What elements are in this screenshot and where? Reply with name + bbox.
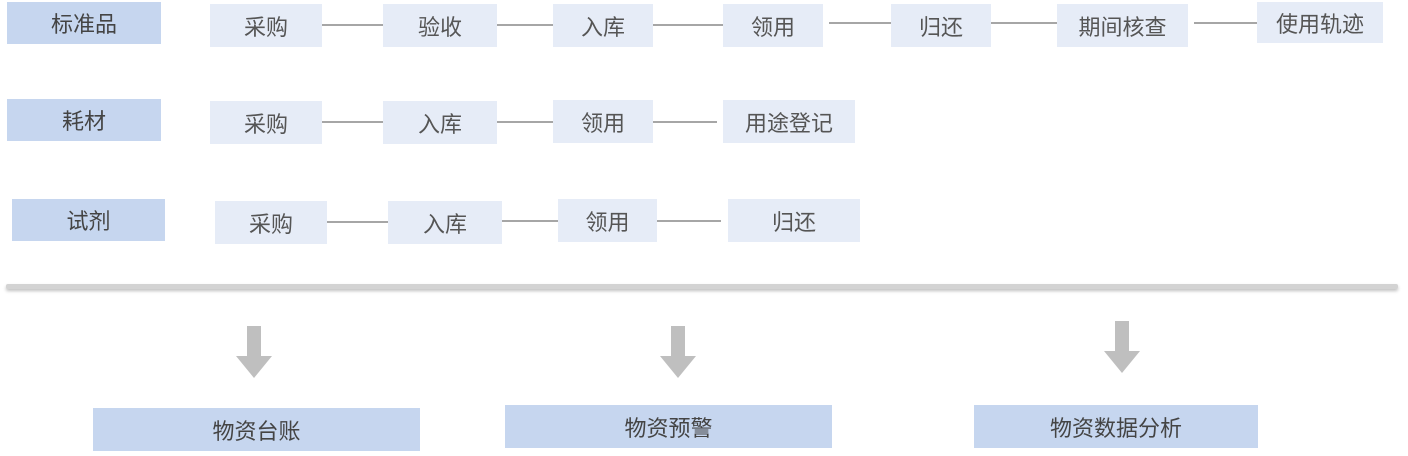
section-divider [6, 284, 1398, 289]
step-receive: 领用 [553, 100, 653, 143]
step-procure: 采购 [215, 201, 327, 244]
step-receive: 领用 [558, 199, 657, 242]
connector-line [1194, 22, 1257, 24]
arrow-down-icon [1104, 321, 1140, 373]
step-usage-register: 用途登记 [723, 100, 855, 143]
connector-line [657, 220, 721, 222]
connector-line [653, 121, 717, 123]
connector-line [322, 121, 383, 123]
connector-line [497, 24, 553, 26]
step-warehousing: 入库 [388, 201, 502, 244]
connector-line [502, 220, 558, 222]
output-material-ledger: 物资台账 [93, 408, 420, 451]
connector-line [327, 221, 388, 223]
category-consumables: 耗材 [7, 99, 161, 141]
category-reagents: 试剂 [12, 199, 165, 241]
step-periodic-check: 期间核查 [1057, 4, 1188, 47]
step-warehousing: 入库 [553, 4, 653, 47]
step-acceptance: 验收 [383, 4, 497, 47]
step-procure: 采购 [210, 101, 322, 144]
step-return: 归还 [891, 4, 991, 47]
category-standard: 标准品 [7, 2, 161, 44]
step-receive: 领用 [723, 4, 823, 47]
step-procure: 采购 [210, 4, 322, 47]
step-warehousing: 入库 [383, 101, 497, 144]
connector-line [653, 24, 723, 26]
step-return: 归还 [728, 199, 860, 242]
arrow-down-icon [236, 326, 272, 378]
connector-line [322, 24, 383, 26]
connector-line [497, 121, 553, 123]
connector-line [991, 22, 1057, 24]
arrow-down-icon [660, 326, 696, 378]
step-usage-trace: 使用轨迹 [1257, 2, 1383, 43]
connector-line [829, 22, 891, 24]
output-material-analysis: 物资数据分析 [974, 405, 1258, 448]
output-material-warning: 物资预警 [505, 405, 832, 448]
